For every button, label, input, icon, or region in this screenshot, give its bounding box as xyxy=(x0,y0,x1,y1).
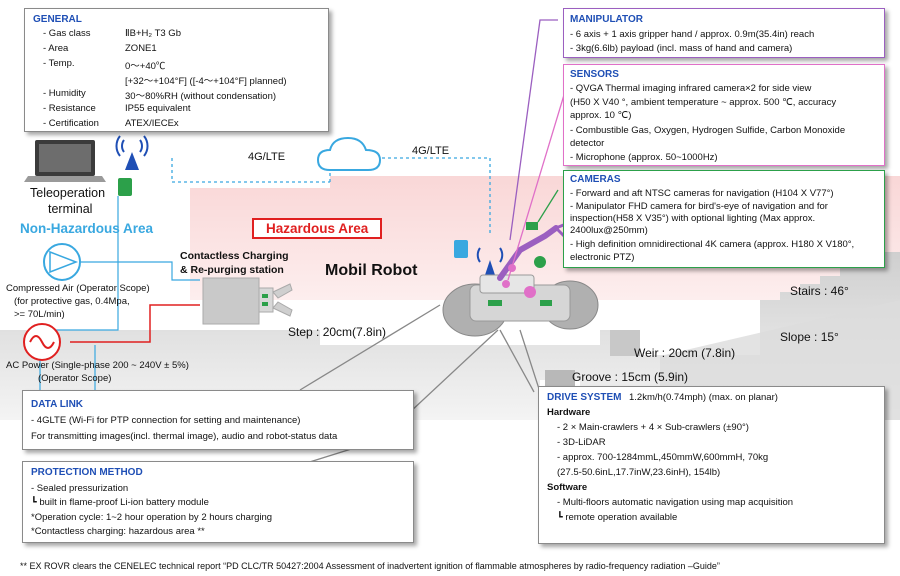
data-link-line: For transmitting images(incl. thermal im… xyxy=(31,431,338,442)
hazardous-label: Hazardous Area xyxy=(252,218,383,239)
sensors-line: - QVGA Thermal imaging infrared camera×2… xyxy=(570,83,812,94)
leader-drive xyxy=(499,329,541,393)
compressed-air-label-1: Compressed Air (Operator Scope) xyxy=(6,283,150,294)
cameras-box: CAMERAS - Forward and aft NTSC cameras f… xyxy=(563,170,885,268)
drive-hardware-line: - 3D-LiDAR xyxy=(557,437,606,448)
leader-sensors xyxy=(507,94,565,281)
compressed-air-label-2: (for protective gas, 0.4Mpa, xyxy=(14,296,130,307)
general-box: GENERAL - Gas class ⅡB+H₂ T3 Gb - Area Z… xyxy=(24,8,329,132)
protection-line: *Contactless charging: hazardous area ** xyxy=(31,526,205,537)
teleop-label-1: Teleoperation xyxy=(30,186,106,200)
general-header: GENERAL xyxy=(33,14,82,25)
step-label: Step : 20cm(7.8in) xyxy=(288,325,387,339)
antenna-icon-terminal xyxy=(115,135,149,170)
laptop-icon xyxy=(24,140,106,182)
groove-trench xyxy=(545,370,575,390)
weir-label: Weir : 20cm (7.8in) xyxy=(634,346,736,360)
charging-label-2: & Re-purging station xyxy=(180,264,284,276)
compressed-air-label-3: >= 70L/min) xyxy=(14,309,65,320)
sensors-box: SENSORS - QVGA Thermal imaging infrared … xyxy=(563,64,885,166)
drive-software-line: - Multi-floors automatic navigation usin… xyxy=(557,497,794,508)
data-link-header: DATA LINK xyxy=(31,399,84,410)
charging-label-1: Contactless Charging xyxy=(180,250,289,262)
ac-power-label-2: (Operator Scope) xyxy=(38,373,112,384)
general-row-label: - Area xyxy=(43,43,69,54)
mobil-robot-label: Mobil Robot xyxy=(325,262,418,279)
weir-block xyxy=(610,330,640,356)
cameras-line: 2400lux@250mm) xyxy=(570,225,648,236)
general-row-value: ⅡB+H₂ T3 Gb xyxy=(125,28,181,39)
manipulator-box: MANIPULATOR - 6 axis + 1 axis gripper ha… xyxy=(563,8,885,58)
power-line xyxy=(39,196,119,396)
ac-power-label-1: AC Power (Single-phase 200 ~ 240V ± 5%) xyxy=(6,360,189,371)
drive-software-header: Software xyxy=(547,482,588,493)
general-row-value: ATEX/IECEx xyxy=(125,118,179,129)
drive-speed: 1.2km/h(0.74mph) (max. on planar) xyxy=(629,392,778,403)
sim-card-icon-terminal xyxy=(118,178,132,196)
drive-hardware-line: - approx. 700-1284mmL,450mmW,600mmH, 70k… xyxy=(557,452,769,463)
drive-header: DRIVE SYSTEM xyxy=(547,392,622,403)
leader-manipulator xyxy=(509,19,558,241)
general-row-label: - Certification xyxy=(43,118,99,129)
cameras-line: - High definition omnidirectional 4K cam… xyxy=(570,239,855,250)
groove-label: Groove : 15cm (5.9in) xyxy=(572,370,689,384)
protection-header: PROTECTION METHOD xyxy=(31,467,143,478)
general-row-value: IP55 equivalent xyxy=(125,103,191,114)
stairs-label: Stairs : 46° xyxy=(790,284,849,298)
ac-power-icon xyxy=(23,323,61,361)
lte-right-label: 4G/LTE xyxy=(412,145,450,157)
general-row-label: - Resistance xyxy=(43,103,96,114)
data-link-line: - 4GLTE (Wi-Fi for PTP connection for se… xyxy=(31,415,301,426)
sensors-line: approx. 10 ℃) xyxy=(570,110,632,121)
lte-link-right xyxy=(382,157,491,235)
sensors-line: - Combustible Gas, Oxygen, Hydrogen Sulf… xyxy=(570,125,846,136)
manipulator-header: MANIPULATOR xyxy=(570,14,643,25)
teleop-label-2: terminal xyxy=(48,202,93,216)
lte-link-left xyxy=(171,158,331,183)
drive-software-line: ┗ remote operation available xyxy=(557,512,678,523)
general-row-value: [+32～+104°F] ([-4～+104°F] planned) xyxy=(125,76,287,87)
cameras-line: - Manipulator FHD camera for bird's-eye … xyxy=(570,201,828,212)
general-row-label: - Gas class xyxy=(43,28,91,39)
charging-station xyxy=(202,277,293,325)
manipulator-line: - 3kg(6.6lb) payload (incl. mass of hand… xyxy=(570,43,793,54)
footnote: ** EX ROVR clears the CENELEC technical … xyxy=(20,561,720,571)
sensors-header: SENSORS xyxy=(570,69,619,80)
sensors-line: detector xyxy=(570,138,605,149)
slope-label: Slope : 15° xyxy=(780,330,839,344)
lte-left-label: 4G/LTE xyxy=(248,151,286,163)
general-row-label: - Humidity xyxy=(43,88,86,99)
cameras-line: - Forward and aft NTSC cameras for navig… xyxy=(570,188,834,199)
air-to-station xyxy=(80,261,200,281)
cameras-header: CAMERAS xyxy=(570,174,621,185)
general-row-label: - Temp. xyxy=(43,58,75,69)
power-to-station xyxy=(70,304,200,343)
data-link-box: DATA LINK - 4GLTE (Wi-Fi for PTP connect… xyxy=(22,390,414,450)
non-hazardous-label: Non-Hazardous Area xyxy=(20,221,154,236)
cameras-line: inspection(H58 X V35°) with optional lig… xyxy=(570,213,816,224)
compressed-air-icon xyxy=(43,243,81,281)
sensors-line: (H50 X V40 °, ambient temperature ~ appr… xyxy=(570,97,837,108)
drive-hardware-line: - 2 × Main-crawlers + 4 × Sub-crawlers (… xyxy=(557,422,749,433)
general-row-value: 30～80%RH (without condensation) xyxy=(125,91,277,102)
drive-hardware-header: Hardware xyxy=(547,407,591,418)
drive-hardware-line: (27.5-50.6inL,17.7inW,23.6inH), 154lb) xyxy=(557,467,721,478)
drive-system-box: DRIVE SYSTEM 1.2km/h(0.74mph) (max. on p… xyxy=(538,386,885,544)
manipulator-line: - 6 axis + 1 axis gripper hand / approx.… xyxy=(570,29,815,40)
cloud-icon xyxy=(316,136,382,171)
sensors-line: - Microphone (approx. 50~1000Hz) xyxy=(570,152,718,163)
cameras-line: electronic PTZ) xyxy=(570,252,635,263)
protection-line: *Operation cycle: 1~2 hour operation by … xyxy=(31,512,273,523)
leader-cameras xyxy=(537,189,559,223)
protection-line: ┗ built in flame-proof Li-ion battery mo… xyxy=(31,497,209,508)
protection-line: - Sealed pressurization xyxy=(31,483,129,494)
protection-box: PROTECTION METHOD - Sealed pressurizatio… xyxy=(22,461,414,543)
general-row-value: 0～+40℃ xyxy=(125,61,166,72)
leader-datalink xyxy=(299,304,441,391)
general-row-value: ZONE1 xyxy=(125,43,157,54)
